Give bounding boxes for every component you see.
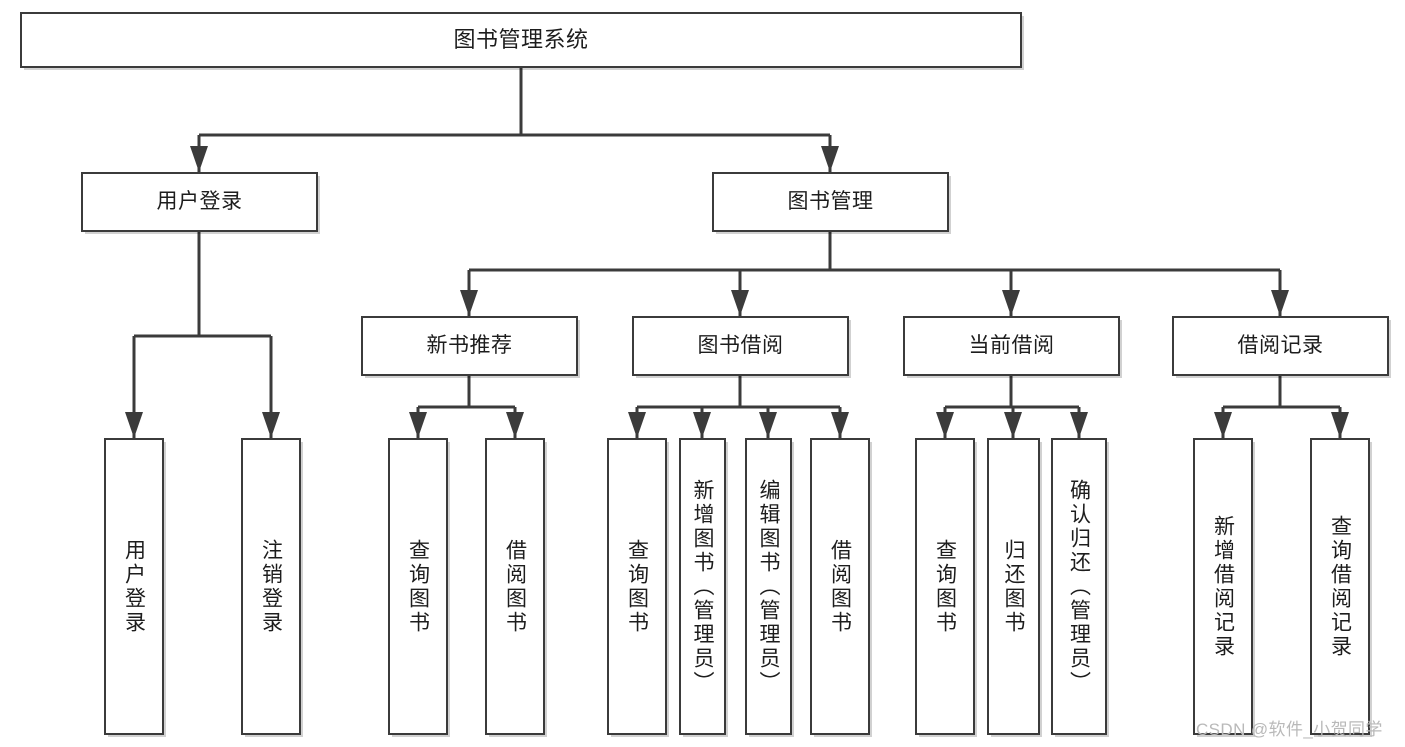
node-label: 新增借阅记录 (1211, 514, 1235, 659)
arrowhead-icon (1070, 412, 1088, 438)
node-leaf-return-book[interactable]: 归还图书 (987, 438, 1040, 735)
arrowhead-icon (936, 412, 954, 438)
arrowhead-icon (759, 412, 777, 438)
node-leaf-add-record[interactable]: 新增借阅记录 (1193, 438, 1253, 735)
arrowhead-icon (190, 146, 208, 172)
arrowhead-icon (1004, 412, 1022, 438)
node-label: 借阅图书 (828, 538, 852, 635)
node-label: 查询图书 (933, 538, 957, 635)
node-label: 当前借阅 (968, 333, 1055, 357)
node-label: 用户登录 (156, 189, 243, 213)
node-leaf-borrow-book-2[interactable]: 借阅图书 (810, 438, 870, 735)
node-label: 图书管理 (787, 189, 874, 213)
node-current-borrow[interactable]: 当前借阅 (903, 316, 1120, 376)
node-label: 借阅记录 (1237, 333, 1324, 357)
node-label: 新书推荐 (426, 333, 513, 357)
node-leaf-query-record[interactable]: 查询借阅记录 (1310, 438, 1370, 735)
node-leaf-borrow-book-1[interactable]: 借阅图书 (485, 438, 545, 735)
arrowhead-icon (821, 146, 839, 172)
node-book-borrow[interactable]: 图书借阅 (632, 316, 849, 376)
node-label: 编辑图书（管理员） (757, 478, 780, 695)
node-label: 借阅图书 (503, 538, 527, 635)
node-label: 归还图书 (1002, 538, 1025, 635)
node-label: 查询图书 (406, 538, 430, 635)
arrowhead-icon (731, 290, 749, 316)
node-book-manage[interactable]: 图书管理 (712, 172, 949, 232)
node-user-login[interactable]: 用户登录 (81, 172, 318, 232)
node-leaf-query-book-1[interactable]: 查询图书 (388, 438, 448, 735)
arrowhead-icon (1002, 290, 1020, 316)
arrowhead-icon (1214, 412, 1232, 438)
node-leaf-user-logout[interactable]: 注销登录 (241, 438, 301, 735)
node-label: 查询借阅记录 (1328, 514, 1352, 659)
node-leaf-query-book-3[interactable]: 查询图书 (915, 438, 975, 735)
node-leaf-confirm-return[interactable]: 确认归还（管理员） (1051, 438, 1107, 735)
node-leaf-edit-book[interactable]: 编辑图书（管理员） (745, 438, 792, 735)
arrowhead-icon (1271, 290, 1289, 316)
arrowhead-icon (506, 412, 524, 438)
node-root[interactable]: 图书管理系统 (20, 12, 1022, 68)
node-label: 查询图书 (625, 538, 649, 635)
node-leaf-add-book[interactable]: 新增图书（管理员） (679, 438, 726, 735)
arrowhead-icon (693, 412, 711, 438)
arrowhead-icon (125, 412, 143, 438)
arrowhead-icon (831, 412, 849, 438)
arrowhead-icon (262, 412, 280, 438)
node-label: 图书管理系统 (453, 27, 589, 53)
node-label: 图书借阅 (697, 333, 784, 357)
node-leaf-query-book-2[interactable]: 查询图书 (607, 438, 667, 735)
arrowhead-icon (409, 412, 427, 438)
node-new-book-rec[interactable]: 新书推荐 (361, 316, 578, 376)
node-leaf-user-login[interactable]: 用户登录 (104, 438, 164, 735)
arrowhead-icon (460, 290, 478, 316)
node-borrow-record[interactable]: 借阅记录 (1172, 316, 1389, 376)
node-label: 用户登录 (122, 538, 146, 635)
node-label: 确认归还（管理员） (1067, 478, 1091, 695)
node-label: 注销登录 (259, 538, 283, 635)
arrowhead-icon (628, 412, 646, 438)
node-label: 新增图书（管理员） (691, 478, 714, 695)
arrowhead-icon (1331, 412, 1349, 438)
